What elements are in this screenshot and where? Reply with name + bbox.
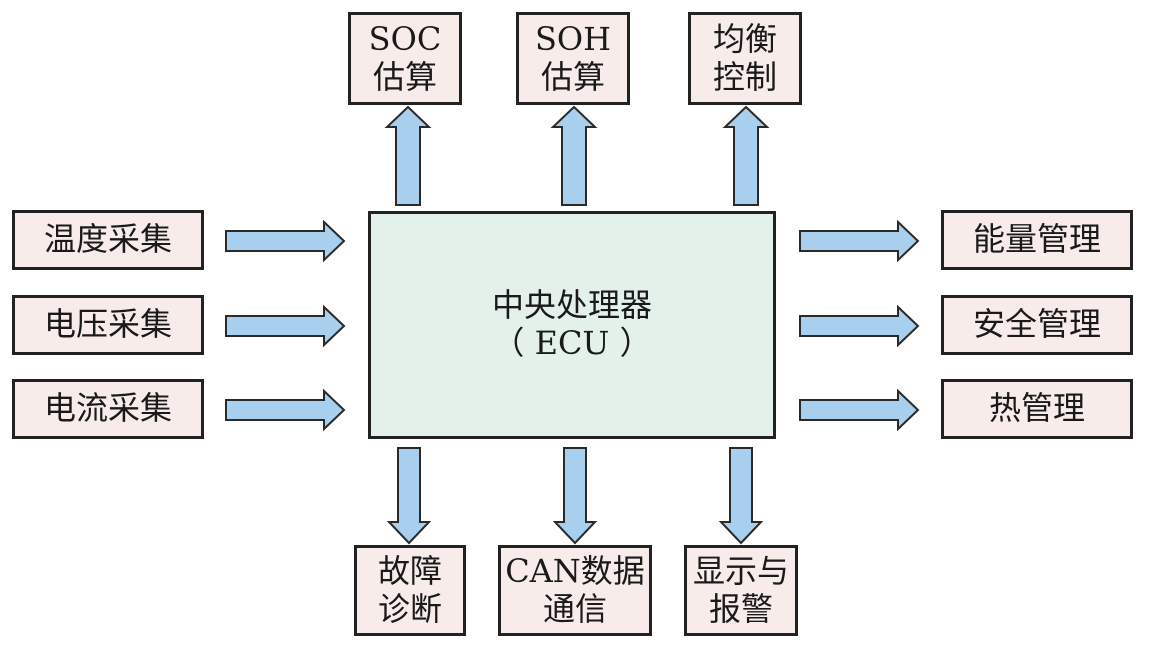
- voltage-box: 电压采集: [12, 295, 204, 355]
- safety-box: 安全管理: [941, 295, 1133, 355]
- balance-box: 均衡 控制: [688, 12, 802, 105]
- arrow-to-can: [552, 447, 598, 545]
- arrow-to-balance: [722, 105, 770, 206]
- display-label-1: 显示与: [692, 551, 789, 590]
- soh-label-2: 估算: [540, 57, 605, 96]
- temperature-label: 温度采集: [43, 220, 172, 259]
- arrow-to-display: [718, 447, 764, 545]
- fault-label-1: 故障: [377, 551, 442, 590]
- arrow-to-soh: [550, 105, 598, 206]
- arrow-to-thermal: [799, 388, 920, 432]
- can-label-1: CAN数据: [505, 551, 645, 590]
- thermal-box: 热管理: [941, 379, 1133, 439]
- ecu-box: 中央处理器 （ ECU ）: [368, 211, 776, 439]
- arrow-to-safety: [799, 304, 920, 348]
- ecu-title: 中央处理器: [491, 286, 652, 325]
- voltage-label: 电压采集: [43, 305, 172, 344]
- safety-label: 安全管理: [972, 305, 1101, 344]
- balance-label-2: 控制: [712, 57, 777, 96]
- soc-box: SOC 估算: [348, 12, 462, 105]
- current-label: 电流采集: [43, 389, 172, 428]
- soc-label-2: 估算: [372, 57, 437, 96]
- arrow-from-current: [225, 388, 346, 432]
- fault-box: 故障 诊断: [354, 545, 466, 636]
- can-label-2: 通信: [542, 589, 607, 628]
- fault-label-2: 诊断: [377, 589, 442, 628]
- arrow-from-voltage: [225, 304, 346, 348]
- arrow-to-fault: [386, 447, 432, 545]
- energy-box: 能量管理: [941, 210, 1133, 270]
- soh-label-1: SOH: [534, 19, 612, 58]
- soh-box: SOH 估算: [516, 12, 630, 105]
- display-label-2: 报警: [708, 589, 773, 628]
- ecu-subtitle: （ ECU ）: [492, 324, 652, 362]
- thermal-label: 热管理: [988, 389, 1085, 428]
- arrow-from-temperature: [225, 219, 346, 263]
- display-box: 显示与 报警: [684, 545, 798, 636]
- soc-label-1: SOC: [368, 19, 442, 58]
- balance-label-1: 均衡: [712, 19, 777, 58]
- arrow-to-soc: [384, 105, 432, 206]
- can-box: CAN数据 通信: [498, 545, 652, 636]
- arrow-to-energy: [799, 219, 920, 263]
- temperature-box: 温度采集: [12, 210, 204, 270]
- current-box: 电流采集: [12, 379, 204, 439]
- energy-label: 能量管理: [972, 220, 1101, 259]
